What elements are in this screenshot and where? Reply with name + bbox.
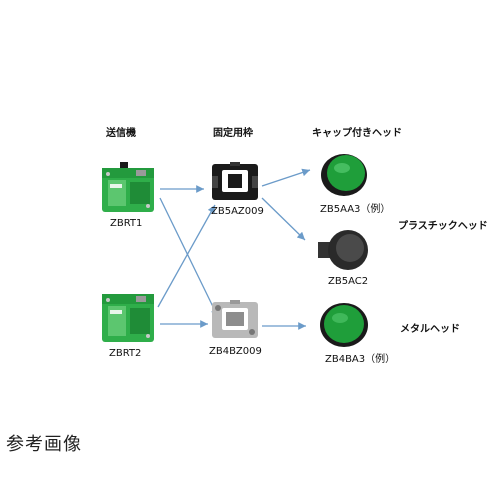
- zb5az009-collar-icon: [212, 162, 258, 200]
- zb4bz009-collar-icon: [212, 300, 258, 338]
- header-transmitter: 送信機: [106, 128, 136, 139]
- reference-image-caption: 参考画像: [6, 434, 82, 455]
- zbrt1-module-icon: [102, 162, 154, 212]
- header-mount: 固定用枠: [213, 128, 253, 139]
- zb5ac2-head-icon: [318, 230, 368, 270]
- label-zb4bz009: ZB4BZ009: [209, 346, 262, 357]
- arrow-zbrt1-zb4bz009: [159, 197, 219, 318]
- zbrt2-module-icon: [102, 294, 154, 342]
- label-plastic-head: プラスチックヘッド: [398, 221, 488, 232]
- arrow-zb5az009-zb5ac2: [261, 197, 306, 241]
- label-zb5aa3: ZB5AA3（例）: [320, 204, 391, 215]
- label-zb4ba3: ZB4BA3（例）: [325, 354, 396, 365]
- zb5aa3-head-icon: [321, 154, 367, 196]
- zb4ba3-head-icon: [320, 303, 368, 347]
- label-zb5ac2: ZB5AC2: [328, 276, 369, 287]
- arrow-zb5az009-zb5aa3: [261, 168, 311, 187]
- arrow-zbrt2-zb5az009: [157, 204, 216, 308]
- header-capped-head: キャップ付きヘッド: [312, 128, 402, 139]
- label-metal-head: メタルヘッド: [400, 324, 460, 335]
- label-zbrt1: ZBRT1: [110, 218, 143, 229]
- label-zbrt2: ZBRT2: [109, 348, 142, 359]
- label-zb5az009: ZB5AZ009: [211, 206, 264, 217]
